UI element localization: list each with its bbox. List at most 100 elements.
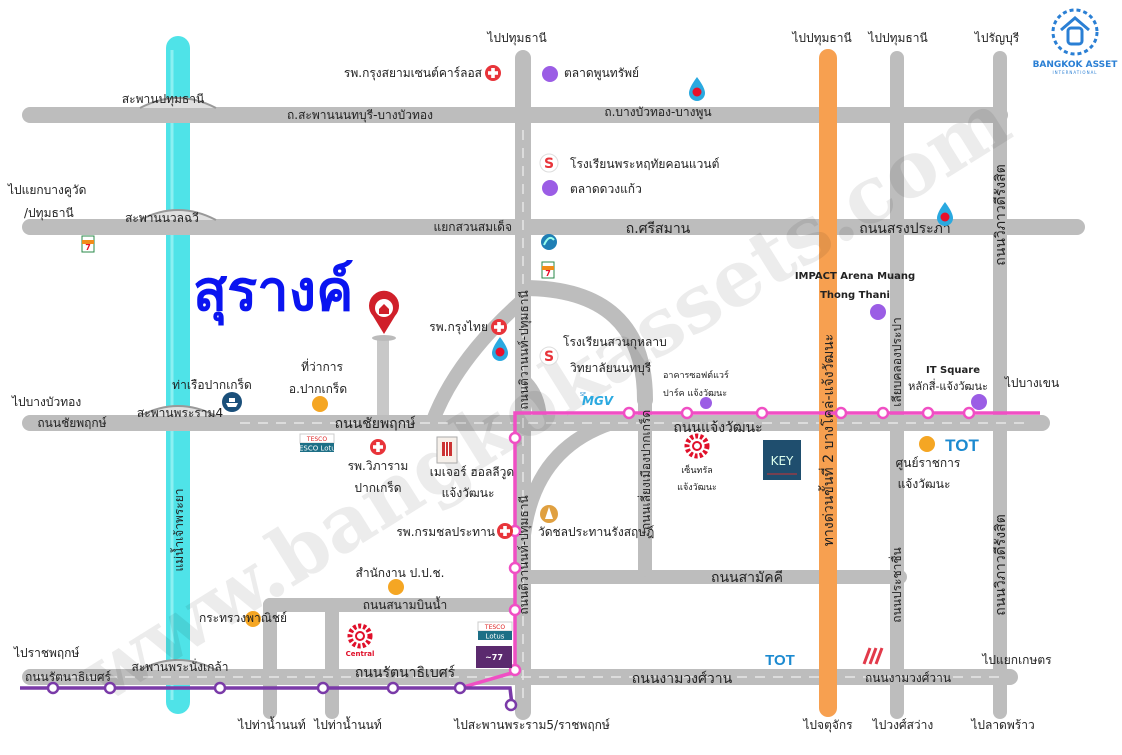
place-label: อาคารซอฟต์แวร์ (663, 369, 729, 381)
place-label: ท่าเรือปากเกร็ด (172, 377, 252, 392)
tot-logo: TOT (945, 436, 979, 455)
svg-text:7: 7 (85, 243, 91, 252)
road-label: ถนนสนามบินน้ำ (363, 596, 448, 612)
river-label: แม่น้ำเจ้าพระยา (170, 488, 186, 571)
place-label: ตลาดพูนทรัพย์ (564, 66, 639, 81)
ptt-drop-icon (937, 202, 953, 226)
hospital-icon (370, 439, 386, 455)
gas-station-icons (492, 77, 953, 361)
road-label: ถนนงามวงศ์วาน (632, 670, 733, 687)
market-icons (542, 66, 987, 410)
hospital-icons (370, 65, 513, 539)
svg-text:TESCO: TESCO (306, 436, 327, 443)
place-label: Thong Thani (820, 290, 890, 301)
road-label: ถนนติวานนท์-ปทุมธานี (517, 495, 532, 614)
ptt-drop-icon (492, 337, 508, 361)
place-label: เซ็นทรัล (681, 463, 713, 476)
key-text: KEY (771, 454, 794, 468)
purple-dot-icon (542, 180, 558, 196)
orange-dot-icon (388, 579, 404, 595)
road-label: ถนนวิภาวดีรังสิต (993, 514, 1009, 616)
bridge-phranangklao-label: สะพานพระนั่งเกล้า (132, 658, 229, 674)
orange-dot-icon (245, 611, 261, 627)
road-label: ถ.สะพานนนทบุรี-บางบัวทอง (287, 108, 433, 123)
tesco-text: TESCO Lotus (294, 445, 340, 453)
direction-label: ไปลาดพร้าว (970, 718, 1034, 732)
place-label: รพ.วิภาราม (348, 459, 409, 473)
school-icon: S (539, 153, 559, 173)
pink-line-stations (508, 406, 976, 677)
road-label: ถนนรัตนาธิเบศร์ (25, 670, 112, 684)
place-label: IT Square (926, 365, 980, 376)
tesco-lotus-logo: TESCO TESCO Lotus (294, 433, 340, 453)
roads (22, 50, 1085, 720)
road-label: ถนนประชาชื่น (888, 547, 904, 622)
direction-label: ไปราชพฤกษ์ (13, 646, 80, 660)
tesco-lotus-logo: TESCO Lotus (477, 621, 513, 641)
purple-dot-icon (870, 304, 886, 320)
orange-dot-icon (312, 396, 328, 412)
road-label: ถนนเลี่ยงเมืองปากเกร็ด (637, 410, 653, 530)
road-label: แยกสวนสมเด็จ (434, 219, 512, 234)
direction-label: ไปสะพานพระราม5/ราชพฤกษ์ (453, 718, 610, 732)
home-pin-icon[interactable] (369, 290, 399, 341)
pink-line (459, 411, 1040, 690)
direction-label: ไปท่าน้ำนนท์ (237, 716, 306, 732)
project-title: สุรางค์ (193, 259, 354, 326)
place-label: วิทยาลัยนนทบุรี (570, 361, 652, 376)
mgv-text: MGV (582, 394, 615, 408)
school-icons: S S (539, 153, 559, 366)
temple-icon (540, 505, 558, 523)
direction-label: ไปปทุมธานี (791, 31, 851, 46)
direction-label: ไปจตุจักร (802, 718, 853, 733)
svg-text:Lotus: Lotus (486, 633, 505, 641)
road-label: ถนนติวานนท์-ปทุมธานี (517, 290, 532, 409)
place-label: แจ้งวัฒนะ (442, 486, 495, 500)
road-label: ถ.ศรีสมาน (626, 221, 691, 237)
place-label: กระทรวงพาณิชย์ (199, 611, 287, 625)
seven-eleven-icon: 7 (541, 261, 555, 279)
direction-label: /ปทุมธานี (24, 206, 74, 221)
logo-sub: INTERNATIONAL (1052, 70, 1097, 75)
key-condo-logo: KEY (763, 440, 801, 480)
expressway-label: ทางด่วนขั้นที่ 2 บางโคล่-แจ้งวัฒนะ (818, 334, 837, 546)
place-labels: รพ.กรุงสยามเซนต์คาร์ลอส ตลาดพูนทรัพย์ โร… (172, 66, 988, 625)
road-label: ถ.บางบัวทอง-บางพูน (604, 105, 711, 120)
direction-label: ไปปทุมธานี (867, 31, 927, 46)
road-label: ถนนสามัคคี (711, 570, 783, 586)
tot-logo: TOT (765, 652, 795, 669)
road-labels: สะพานปทุมธานี ถ.สะพานนนทบุรี-บางบัวทอง ถ… (25, 92, 1009, 687)
homepro-logo (862, 647, 884, 665)
purple-dot-icon (971, 394, 987, 410)
road-label: ถนนรัตนาธิเบศร์ (355, 664, 456, 681)
bridge-rama4-label: สะพานพระราม4 (137, 406, 223, 420)
seven-eleven-icons: 7 7 (81, 235, 555, 279)
seven-eleven-icon: 7 (81, 235, 95, 253)
orange-dot-icon (919, 436, 935, 452)
svg-text:TESCO: TESCO (484, 624, 505, 631)
direction-label: ไปวงศ์สว่าง (872, 718, 934, 732)
road-label: เลียบคลองประปา (890, 317, 904, 406)
ptt-drop-icon (689, 77, 705, 101)
government-icons (245, 396, 935, 627)
hospital-icon (497, 523, 513, 539)
school-icon: S (539, 346, 559, 366)
svg-text:S: S (544, 349, 554, 365)
direction-label: ไปบางเขน (1004, 376, 1059, 390)
road-label: ถนนชัยพฤกษ์ (37, 416, 106, 430)
place-label: รพ.กรมชลประทาน (396, 525, 495, 539)
central-text: Central (346, 650, 375, 658)
svg-text:~77: ~77 (485, 653, 503, 662)
road-label: ถนนสรงประภา (859, 221, 951, 237)
road-label: ถนนวิภาวดีรังสิต (993, 164, 1009, 266)
direction-label: ไปรัญบุรี (974, 31, 1020, 46)
place-label: รพ.กรุงไทย (429, 320, 488, 335)
road-label: ถนนชัยพฤกษ์ (335, 415, 416, 432)
bank-icon (541, 234, 557, 250)
bangkok-asset-logo: BANGKOK ASSET INTERNATIONAL (1033, 8, 1118, 75)
place-label: รพ.กรุงสยามเซนต์คาร์ลอส (344, 66, 483, 81)
purple-dot-icon (700, 397, 712, 409)
place-label: อ.ปากเกร็ด (289, 381, 347, 396)
road-label: ถนนงามวงศ์วาน (865, 671, 951, 685)
hospital-icon (491, 319, 507, 335)
